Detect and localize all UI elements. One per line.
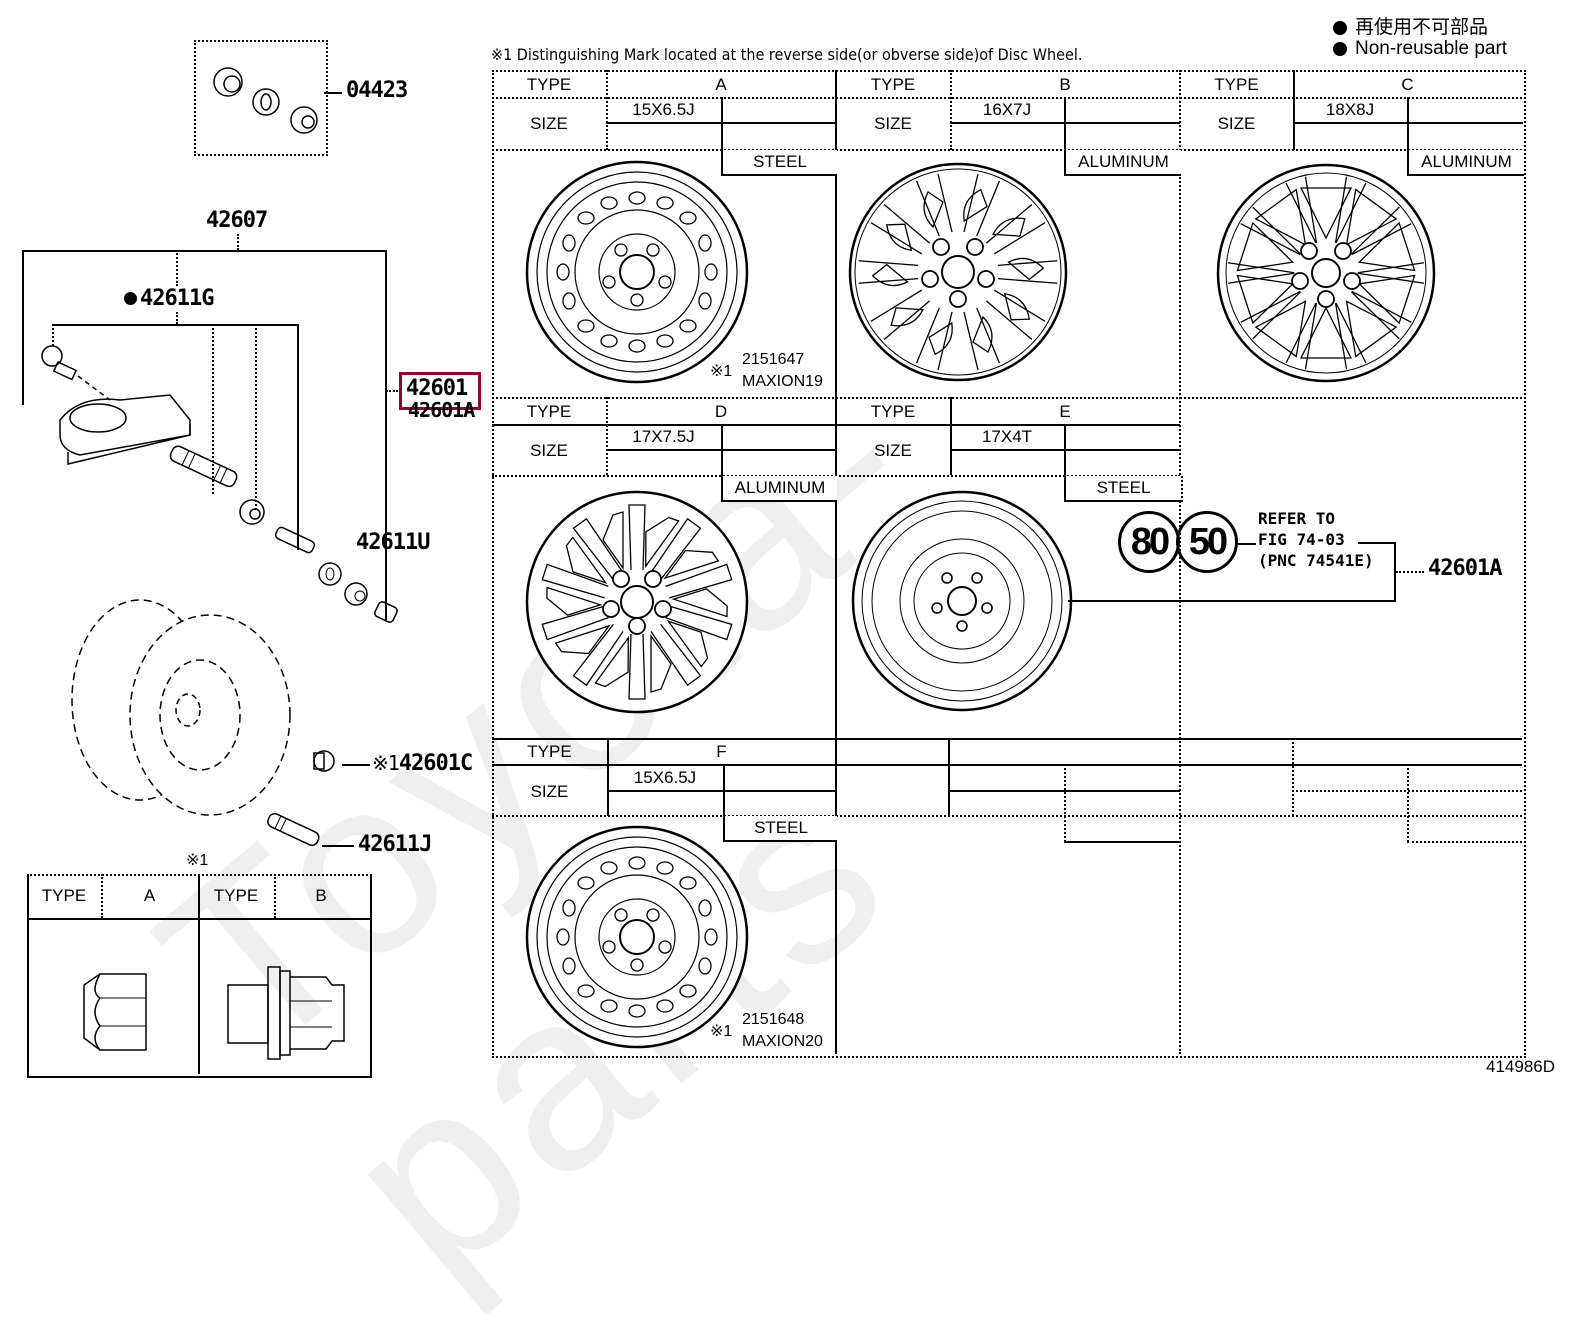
type-label-f: TYPE bbox=[527, 742, 572, 761]
wheel-f-steel-illustration[interactable] bbox=[525, 825, 749, 1049]
wheel-type-d: D bbox=[714, 402, 728, 421]
highlight-42601 bbox=[399, 372, 481, 410]
callout-42611J[interactable]: 42611J bbox=[358, 832, 432, 857]
mark-name: MAXION20 bbox=[742, 1033, 823, 1050]
non-reusable-dot-icon bbox=[124, 292, 137, 305]
type-label-e: TYPE bbox=[870, 402, 916, 421]
callout-04423[interactable]: 04423 bbox=[346, 78, 408, 103]
callout-42601C[interactable]: ※142601C bbox=[372, 751, 473, 776]
callout-42601[interactable]: 42601 bbox=[406, 376, 468, 401]
valve-caps-illustration bbox=[213, 67, 318, 134]
wheel-type-e: E bbox=[1059, 402, 1071, 421]
mark-code: 2151647 bbox=[742, 351, 805, 368]
callout-42601C-label: 42601C bbox=[398, 751, 473, 776]
distinguishing-mark-note: ※1 Distinguishing Mark located at the re… bbox=[491, 45, 1083, 64]
size-label-e: SIZE bbox=[874, 441, 912, 460]
size-label-f: SIZE bbox=[530, 782, 569, 801]
wheel-d-aluminum-illustration[interactable] bbox=[525, 490, 750, 715]
valve-stem-illustration bbox=[267, 812, 320, 847]
refer-line2: FIG 74-03 bbox=[1258, 530, 1345, 549]
wheel-size-b: 16X7J bbox=[982, 100, 1032, 119]
nut-type-b-illustration bbox=[227, 966, 345, 1060]
callout-42611U[interactable]: 42611U bbox=[356, 530, 430, 555]
nut-type-label-b: TYPE bbox=[213, 886, 259, 905]
legend-en: Non-reusable part bbox=[1333, 38, 1507, 60]
wheel-type-f: F bbox=[716, 742, 727, 761]
wheel-a-steel-illustration[interactable] bbox=[525, 160, 749, 384]
wheel-e-steel-spare-illustration[interactable] bbox=[851, 490, 1073, 712]
figure-id: 414986D bbox=[1486, 1057, 1556, 1076]
callout-42611G-label: 42611G bbox=[140, 286, 214, 311]
wheel-type-c: C bbox=[1401, 75, 1414, 94]
part-box-04423 bbox=[194, 40, 328, 156]
bullet-icon bbox=[1333, 20, 1347, 35]
refer-line3: (PNC 74541E) bbox=[1258, 551, 1374, 570]
size-label-a: SIZE bbox=[530, 114, 568, 133]
type-label-a: TYPE bbox=[526, 75, 572, 94]
wheel-material-e: STEEL bbox=[1064, 476, 1183, 502]
type-label-d: TYPE bbox=[526, 402, 572, 421]
wheel-table bbox=[492, 70, 1526, 1058]
nut-type-label-a: TYPE bbox=[41, 886, 87, 905]
type-label-b: TYPE bbox=[870, 75, 916, 94]
nut-table-note: ※1 bbox=[186, 852, 209, 869]
wheel-material-f: STEEL bbox=[723, 816, 837, 842]
tire-illustration bbox=[71, 599, 291, 816]
type-label-c: TYPE bbox=[1214, 75, 1259, 94]
nut-type-b: B bbox=[315, 886, 327, 905]
wheel-size-a: 15X6.5J bbox=[632, 100, 695, 119]
size-label-d: SIZE bbox=[530, 441, 568, 460]
wheel-type-a: A bbox=[715, 75, 727, 94]
lug-nut-illustration bbox=[313, 750, 335, 772]
tire-size-circle-50: 50 bbox=[1176, 511, 1238, 573]
wheel-size-c: 18X8J bbox=[1325, 100, 1375, 119]
mark-symbol: ※1 bbox=[372, 751, 400, 775]
mark-name: MAXION19 bbox=[742, 373, 823, 390]
wheel-size-e: 17X4T bbox=[981, 427, 1033, 446]
mark-symbol: ※1 bbox=[710, 363, 733, 380]
tire-size-circle-80: 80 bbox=[1118, 511, 1180, 573]
size-label-b: SIZE bbox=[874, 114, 912, 133]
refer-to-note[interactable]: REFER TO FIG 74-03 (PNC 74541E) bbox=[1258, 508, 1374, 571]
mark-symbol: ※1 bbox=[710, 1023, 733, 1040]
wheel-type-b: B bbox=[1059, 75, 1071, 94]
legend-jp: 再使用不可部品 bbox=[1333, 12, 1488, 39]
refer-line1: REFER TO bbox=[1258, 509, 1336, 528]
mark-code: 2151648 bbox=[742, 1011, 805, 1028]
wheel-b-aluminum-illustration[interactable] bbox=[848, 162, 1068, 382]
callout-42607[interactable]: 42607 bbox=[206, 208, 268, 233]
nut-type-a: A bbox=[143, 886, 156, 905]
bullet-icon bbox=[1333, 41, 1347, 56]
wheel-material-b: ALUMINUM bbox=[1064, 150, 1181, 176]
wheel-material-a: STEEL bbox=[721, 150, 837, 176]
wheel-c-aluminum-illustration[interactable] bbox=[1216, 163, 1436, 383]
tpms-sensor-illustration bbox=[41, 345, 398, 623]
callout-42611G[interactable]: 42611G bbox=[124, 286, 214, 311]
wheel-size-f: 15X6.5J bbox=[633, 768, 697, 787]
legend-jp-label: 再使用不可部品 bbox=[1355, 17, 1489, 38]
size-label-c: SIZE bbox=[1217, 114, 1256, 133]
wheel-material-d: ALUMINUM bbox=[721, 476, 837, 502]
wheel-material-c: ALUMINUM bbox=[1407, 150, 1524, 176]
nut-type-a-illustration bbox=[83, 973, 147, 1051]
callout-42601A-under[interactable]: 42601A bbox=[408, 398, 475, 422]
callout-42601A[interactable]: 42601A bbox=[1428, 556, 1502, 581]
legend-en-label: Non-reusable part bbox=[1355, 38, 1508, 59]
wheel-size-d: 17X7.5J bbox=[632, 427, 695, 446]
